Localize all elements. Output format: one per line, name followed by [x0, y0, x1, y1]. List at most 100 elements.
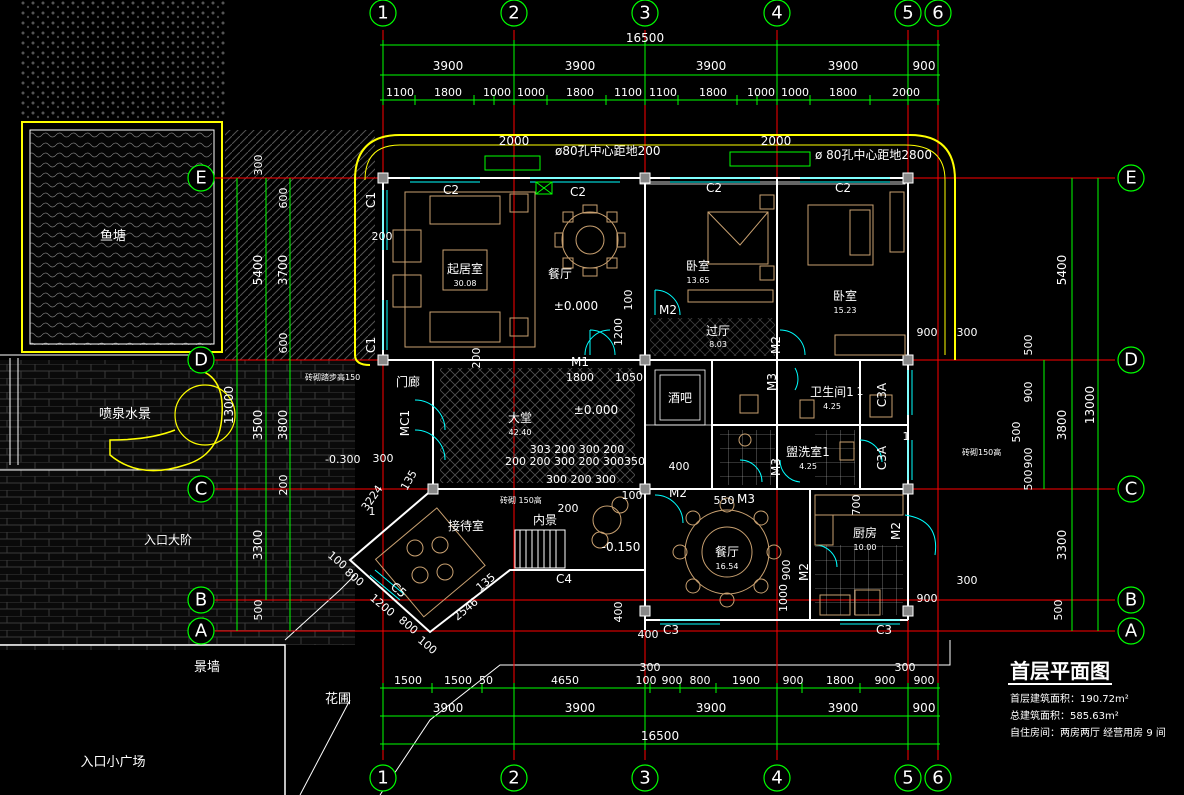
- room-living-area: 30.08: [454, 279, 477, 288]
- axis-5-top: 5: [902, 3, 913, 24]
- room-foyer-name: 门廊: [396, 374, 420, 389]
- room-reception-name: 接待室: [448, 518, 484, 533]
- site-scenery-wall-label: 景墙: [194, 660, 220, 675]
- room-hall-area: 42.40: [509, 428, 532, 437]
- room-bed2-area: 15.23: [834, 306, 857, 315]
- dim-bot-r1-10: 900: [875, 674, 896, 687]
- dim-left-misc-2: 300: [373, 452, 394, 465]
- site-fountain-label: 喷泉水景: [99, 406, 151, 422]
- room-bar-name: 酒吧: [668, 391, 692, 405]
- note-d400b: 400: [612, 602, 625, 623]
- dim-bot-r1-7: 1900: [732, 674, 760, 687]
- tag-m2e: M2: [889, 522, 903, 540]
- note-n1c: 1: [369, 505, 376, 518]
- tag-c2b: C2: [570, 185, 586, 199]
- tag-c3a-vertical: C3A: [875, 382, 889, 407]
- dim-right-misc-0: 900: [917, 326, 938, 339]
- dim-left-misc-13: -0.300: [325, 453, 360, 466]
- dim-bot-r1-9: 1800: [826, 674, 854, 687]
- room-corridor-name: 过厅: [706, 324, 730, 338]
- drawing-title: 首层平面图: [1010, 659, 1110, 683]
- dim-top-r2-8: 1000: [747, 86, 775, 99]
- tag-c2d: C2: [835, 181, 851, 195]
- dim-left-c2-1: 3700: [276, 255, 290, 286]
- fountain: [0, 354, 236, 472]
- dim-left-c2-5: 500: [252, 600, 265, 621]
- note-d900b: 900: [780, 560, 793, 581]
- dim-top-r2-3: 1000: [517, 86, 545, 99]
- dim-left-misc-8: 1200: [367, 591, 397, 619]
- note-step1: 砖砌踏步高150: [305, 372, 360, 382]
- right-dimensions: 13000 5400 3800 3300 500 900 500 500 900…: [917, 255, 1098, 621]
- tag-c2c: C2: [706, 181, 722, 195]
- note-level-1: ±0.000: [554, 299, 598, 313]
- axis-A-right: A: [1125, 621, 1138, 642]
- dim-top-r2-4: 1800: [566, 86, 594, 99]
- dim-right-in-2: 500: [1010, 422, 1023, 443]
- room-bed1-name: 卧室: [686, 258, 710, 273]
- dim-right-mid-1: 3800: [1055, 410, 1069, 441]
- room-dining1-name: 餐厅: [548, 266, 572, 281]
- dim-top-r1-2: 3900: [696, 59, 727, 73]
- title-block: 首层平面图 首层建筑面积：190.72m² 总建筑面积：585.63m² 自住房…: [1008, 659, 1166, 739]
- dim-top-r1-3: 3900: [828, 59, 859, 73]
- site-garden-label: 花圃: [325, 691, 351, 707]
- note-d700: 700: [850, 495, 863, 516]
- tag-c1a: C1: [364, 192, 378, 208]
- note-step3: 砖砌150高: [962, 447, 1001, 457]
- axis-E-left: E: [195, 168, 206, 189]
- room-wash1-name: 盥洗室1: [786, 444, 830, 459]
- dim-right-misc-3: 300: [957, 574, 978, 587]
- note-d1200: 1200: [612, 318, 625, 346]
- axis-3-bottom: 3: [639, 768, 650, 789]
- note-d2003: 200 200 300 200 300350: [505, 455, 645, 468]
- dim-top-r2-0: 1100: [386, 86, 414, 99]
- tag-c3a-vertical-2: C3A: [875, 445, 889, 470]
- note-d400c: 400: [638, 628, 659, 641]
- note-n1a: 1: [857, 385, 864, 398]
- tag-m3b: M3: [769, 458, 783, 476]
- site-paths: [0, 574, 951, 795]
- dim-left-c1-2: 3500: [251, 410, 265, 441]
- room-living-name: 起居室: [447, 261, 483, 276]
- note-step2: 砖砌 150高: [500, 495, 542, 505]
- dim-left-c2-3: 3800: [276, 410, 290, 441]
- dim-left-misc-0: 200: [372, 230, 393, 243]
- axis-4-bottom: 4: [771, 768, 782, 789]
- dim-top-r2-5: 1100: [614, 86, 642, 99]
- tag-m2b: M2: [769, 336, 783, 354]
- dim-total-bottom: 16500: [641, 729, 679, 743]
- dim-bot-r1-0: 1500: [394, 674, 422, 687]
- dim-top-r2-6: 1100: [649, 86, 677, 99]
- axis-C-right: C: [1125, 479, 1138, 500]
- bottom-dimensions: 1500 1500 50 4650 100 900 800 1900 900 1…: [394, 661, 935, 743]
- note-d200: 200: [558, 502, 579, 515]
- room-hall-name: 大堂: [508, 411, 532, 425]
- note-d1800: 1800: [566, 371, 594, 384]
- dim-right-in-3: 500: [1022, 470, 1035, 491]
- opening-tags: C2 C2 C2 C2 C1 C1 C3 C3 C3A C3A C4 C5 M1…: [364, 181, 903, 637]
- dim-top-r2-11: 2000: [892, 86, 920, 99]
- dim-left-outer: 13000: [222, 386, 236, 424]
- axis-D-right: D: [1124, 350, 1138, 371]
- tag-m2a: M2: [659, 303, 677, 317]
- axis-2-top: 2: [508, 3, 519, 24]
- dim-top-r1-0: 3900: [433, 59, 464, 73]
- dim-left-c1-1: 5400: [251, 255, 265, 286]
- room-dining2-name: 餐厅: [715, 544, 739, 559]
- axis-3-top: 3: [639, 3, 650, 24]
- note-pipe1: ø80孔中心距地200: [555, 143, 661, 158]
- dim-left-misc-3: 200: [277, 475, 290, 496]
- axis-2-bottom: 2: [508, 768, 519, 789]
- furniture: [374, 191, 906, 618]
- note-d100a: 100: [622, 290, 635, 311]
- axis-B-right: B: [1125, 590, 1137, 611]
- dim-bot-r2-4: 900: [913, 701, 936, 715]
- axis-D-left: D: [194, 350, 208, 371]
- note-width-2000-b: 2000: [761, 134, 792, 148]
- tag-m1: M1: [571, 355, 589, 369]
- dim-top-r2-2: 1000: [483, 86, 511, 99]
- tag-m2c: M2: [669, 486, 687, 500]
- note-d400a: 400: [669, 460, 690, 473]
- annotations: ø80孔中心距地200 ø 80孔中心距地2800 2000 2000 ±0.0…: [305, 134, 1001, 641]
